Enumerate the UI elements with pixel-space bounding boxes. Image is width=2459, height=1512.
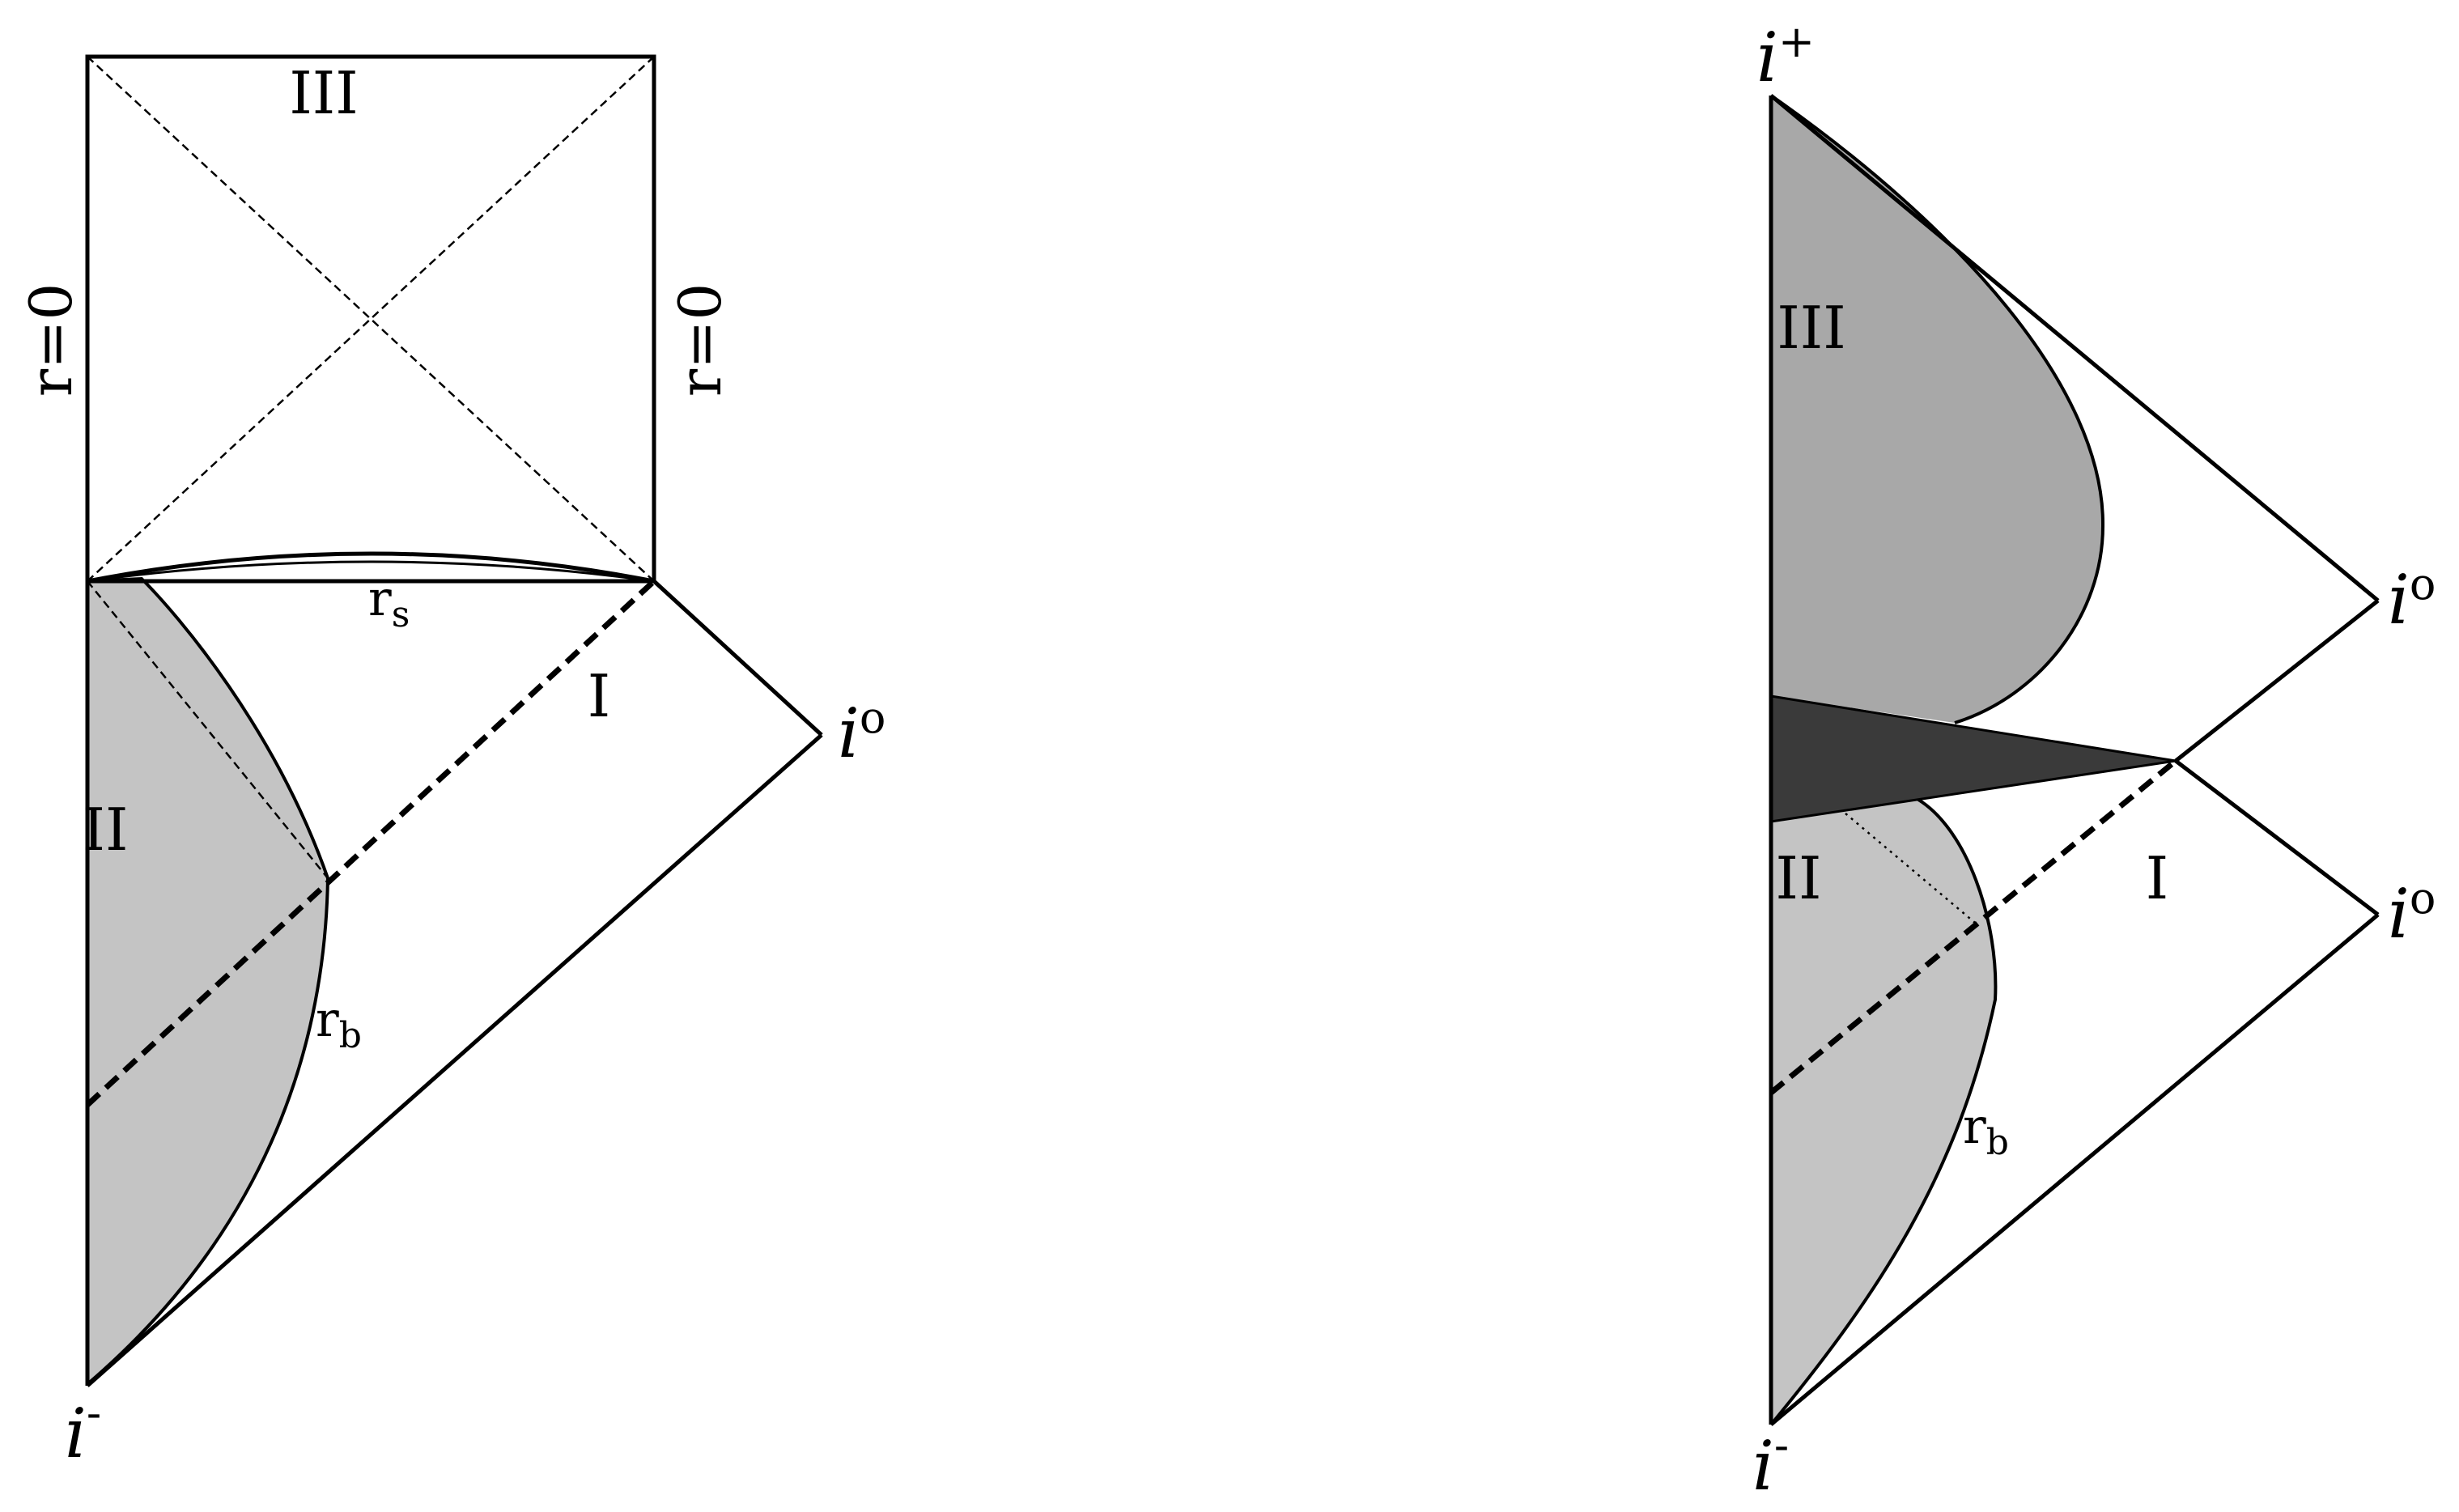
left-star-interior-shading [87,579,328,1384]
left-rs-curve-inner [87,560,655,583]
right-event-horizon [1769,758,2178,1095]
left-i-minus-label: i- [65,1387,101,1473]
right-lower-interior-shading [1771,797,1996,1425]
right-i-zero-lower-label: io [2388,873,2436,953]
right-label-III: III [1777,294,1845,362]
right-label-I: I [2146,844,2168,912]
right-upper-curve [1769,94,2105,724]
right-lower-future-boundary [2174,759,2380,916]
right-i-zero-upper-label: io [2388,559,2436,639]
left-penrose-diagram: III II I r=0 r=0 rs rb i- io [17,54,885,1473]
left-label-III: III [289,59,358,127]
right-upper-past-boundary [2174,599,2380,762]
right-i-plus-label: i+ [1756,16,1815,97]
right-i-minus-label: i- [1752,1420,1789,1506]
left-label-I: I [588,662,610,730]
right-label-II: II [1776,844,1822,912]
left-rb-label: rb [316,992,362,1056]
right-penrose-diagram: III II I rb i+ i- io io [1752,16,2436,1506]
left-event-horizon [85,579,656,1107]
left-i-zero-label: io [838,692,885,773]
left-future-null-boundary [652,580,823,737]
right-upper-interior-shading [1771,96,2104,723]
left-inner-dashed-line [87,580,329,879]
left-label-II: II [83,796,129,864]
left-rb-curve [86,576,330,1386]
right-rb-curve [1769,796,1998,1426]
left-r0-right-label: r=0 [666,283,734,397]
left-rs-label: rs [368,571,410,635]
left-past-null-boundary [86,733,823,1387]
left-r0-left-label: r=0 [17,283,85,397]
right-past-null-boundary [1769,913,2380,1426]
right-future-null-boundary [1769,94,2380,602]
left-rs-curve-outer [87,551,655,584]
right-rb-label: rb [1963,1098,2009,1163]
